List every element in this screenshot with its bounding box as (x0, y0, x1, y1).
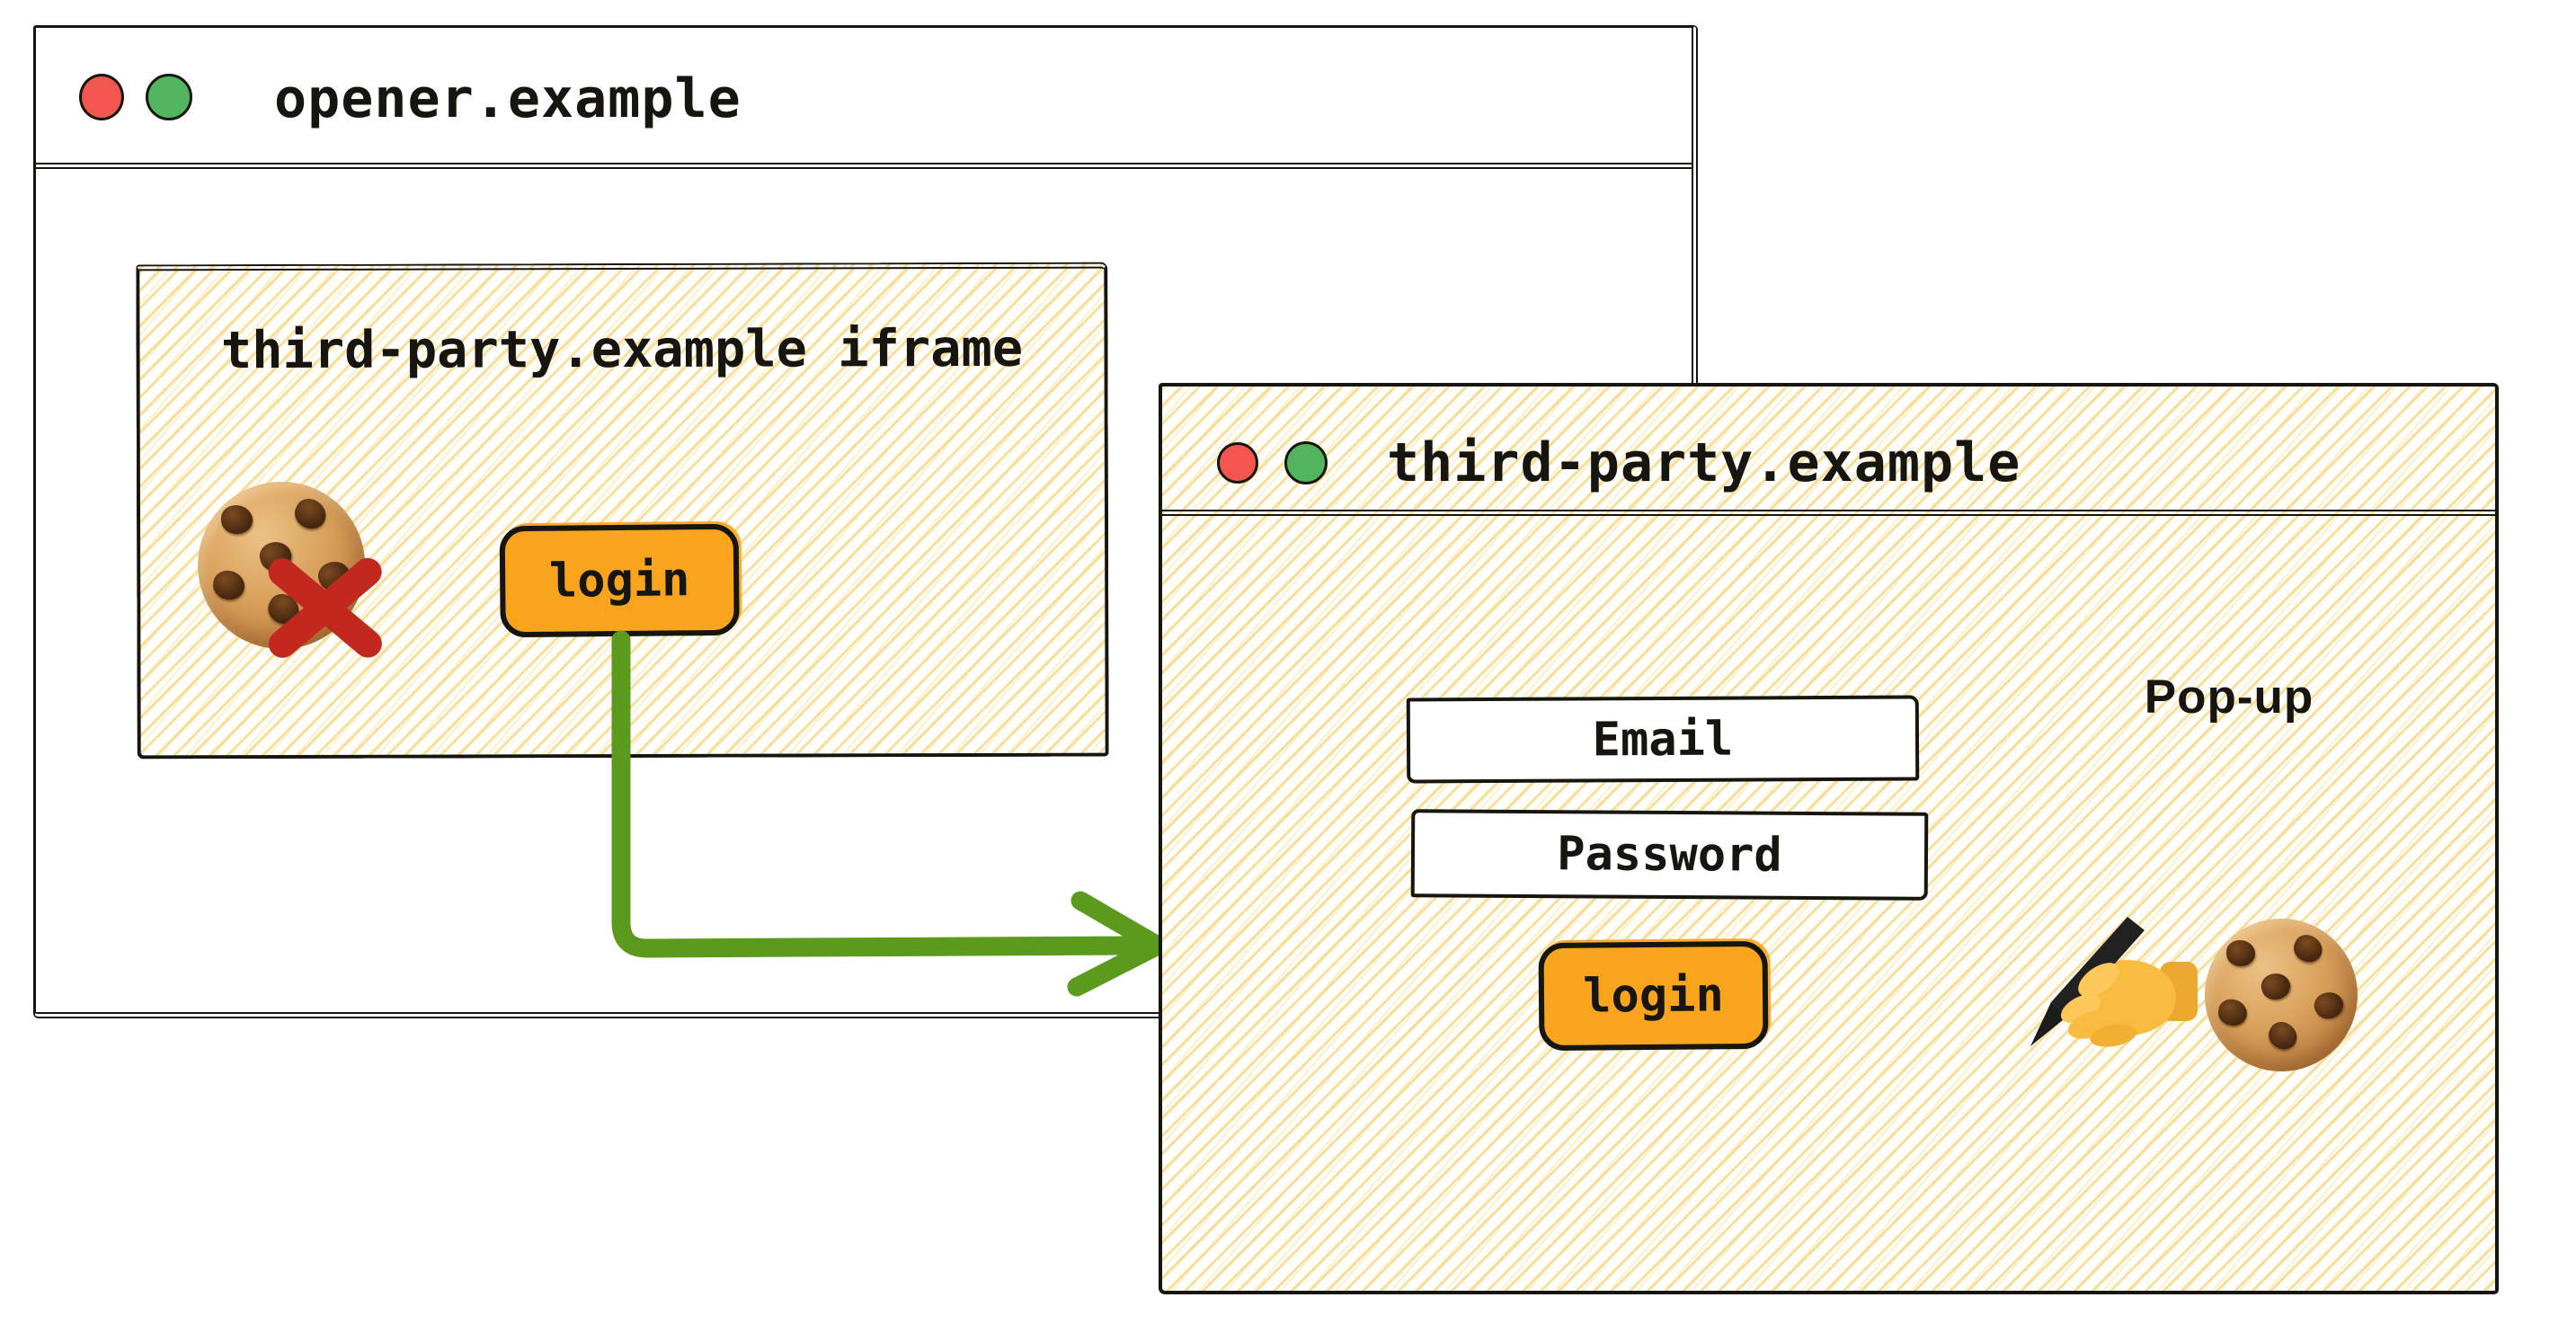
popup-titlebar: third-party.example (1162, 387, 2495, 516)
green-traffic-light-icon[interactable] (146, 74, 192, 120)
red-traffic-light-icon[interactable] (1217, 442, 1258, 484)
popup-window: third-party.example Pop-up Email Passwor… (1159, 383, 2499, 1294)
green-traffic-light-icon[interactable] (1284, 441, 1328, 484)
opener-window-title: opener.example (274, 67, 742, 130)
cookie-icon (2205, 919, 2358, 1071)
email-field[interactable]: Email (1406, 695, 1920, 784)
writing-hand-icon (2030, 917, 2198, 1047)
elbow-arrow-icon (611, 630, 1168, 997)
red-cross-icon (262, 547, 388, 669)
red-traffic-light-icon[interactable] (79, 74, 124, 120)
popup-login-button[interactable]: login (1538, 940, 1769, 1052)
opener-titlebar: opener.example (36, 28, 1692, 169)
popup-annotation: Pop-up (2144, 671, 2314, 724)
popup-window-title: third-party.example (1387, 431, 2021, 494)
password-field[interactable]: Password (1410, 809, 1929, 901)
iframe-label: third-party.example iframe (220, 318, 1024, 381)
